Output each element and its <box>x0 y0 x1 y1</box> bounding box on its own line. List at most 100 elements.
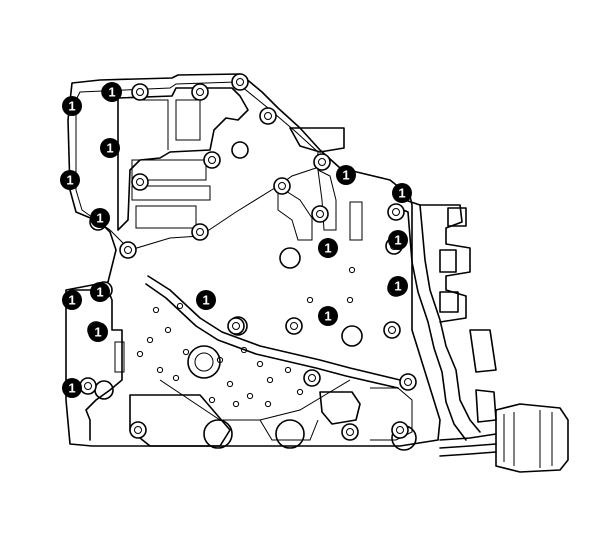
callout-circle <box>318 306 338 326</box>
passage-hole <box>152 306 160 314</box>
callout-marker: 1 <box>336 165 356 185</box>
bolt-head-center <box>346 428 354 436</box>
accumulator-bore-1 <box>187 345 221 379</box>
bolt-head <box>203 151 221 169</box>
solenoid-connector-5 <box>475 389 497 423</box>
callout-circle <box>392 183 412 203</box>
bolt-head <box>273 177 291 195</box>
valve-body-outline <box>65 73 441 447</box>
bolt-head-center <box>134 426 142 434</box>
bolt-head <box>303 369 321 387</box>
callout-circle <box>60 170 80 190</box>
passage-hole <box>176 302 184 310</box>
accumulator-bore-2 <box>203 419 233 449</box>
callout-label: 1 <box>68 293 75 308</box>
callout-marker: 1 <box>90 282 110 302</box>
bolt-head <box>131 83 149 101</box>
callout-marker: 1 <box>318 238 338 258</box>
passage-hole <box>266 376 274 384</box>
callout-marker: 1 <box>60 170 80 190</box>
bolt-head-center <box>136 178 144 186</box>
callout-label: 1 <box>324 241 331 256</box>
passage-hole <box>226 380 234 388</box>
callout-circle <box>62 96 82 116</box>
passage-hole <box>284 366 292 374</box>
callout-label: 1 <box>324 309 331 324</box>
bolt-head <box>399 373 417 391</box>
main-connector-ribs <box>503 410 553 468</box>
callout-label: 1 <box>342 168 349 183</box>
bolt-head-center <box>196 228 204 236</box>
bolt-head-center <box>396 426 404 434</box>
callout-marker: 1 <box>102 82 122 102</box>
accumulator-bore-1-inner <box>194 352 214 372</box>
oil-tube-lower <box>145 283 399 389</box>
bolt-head-center <box>316 210 324 218</box>
bolt-head <box>383 321 401 339</box>
passage-hole <box>146 336 154 344</box>
bolt-head <box>129 421 147 439</box>
solenoid-connector-2 <box>439 249 457 273</box>
oil-tube-upper <box>147 275 401 381</box>
passage-hole <box>246 392 254 400</box>
callout-circle <box>388 230 408 250</box>
callout-label: 1 <box>202 293 209 308</box>
bolt-head-center <box>392 208 400 216</box>
upper-passages <box>131 99 211 229</box>
callout-label: 1 <box>66 173 73 188</box>
callout-label: 1 <box>398 186 405 201</box>
callout-marker: 1 <box>392 183 412 203</box>
callout-label: 1 <box>68 99 75 114</box>
callout-circle <box>90 208 110 228</box>
main-connector-body <box>495 403 569 473</box>
callout-marker: 1 <box>318 306 338 326</box>
bolt-head-center <box>308 374 316 382</box>
callout-circle <box>102 82 122 102</box>
bolt-head-center <box>278 182 286 190</box>
callout-label: 1 <box>96 211 103 226</box>
passage-hole <box>232 400 240 408</box>
bolt-head <box>191 223 209 241</box>
upper-boss <box>289 127 345 153</box>
passage-hole <box>208 396 216 404</box>
center-rib-1 <box>277 185 313 241</box>
left-boss-wall <box>69 289 123 441</box>
solenoid-connector-1 <box>447 207 467 227</box>
callout-circle <box>388 276 408 296</box>
solenoid-connector-3 <box>439 291 459 313</box>
callout-label: 1 <box>394 279 401 294</box>
callout-circle <box>90 282 110 302</box>
bolt-head <box>131 173 149 191</box>
passage-hole <box>296 388 304 396</box>
callout-circle <box>336 165 356 185</box>
bolt-head <box>259 107 277 125</box>
upper-dowel <box>231 141 249 159</box>
lower-step <box>259 419 319 441</box>
passage-hole <box>240 346 248 354</box>
bolt-head <box>227 317 245 335</box>
lower-right-bracket <box>319 391 361 425</box>
bolt-head-center <box>404 378 412 386</box>
callout-marker: 1 <box>388 230 408 250</box>
callout-circle <box>62 378 82 398</box>
callout-label: 1 <box>68 381 75 396</box>
bolt-head-center <box>236 78 244 86</box>
callout-label: 1 <box>394 233 401 248</box>
callout-circle <box>100 138 120 158</box>
passage-hole <box>182 348 190 356</box>
harness-bracket <box>419 204 471 323</box>
passage-hole <box>256 360 264 368</box>
harness-channel <box>404 199 481 433</box>
callout-marker: 1 <box>90 208 110 228</box>
bolt-head <box>387 203 405 221</box>
callout-circle <box>318 238 338 258</box>
passage-hole <box>164 326 172 334</box>
accumulator-bore-3 <box>275 419 305 449</box>
callout-label: 1 <box>96 285 103 300</box>
passage-hole <box>346 296 354 304</box>
bolt-head-center <box>124 246 132 254</box>
passage-hole <box>216 356 224 364</box>
